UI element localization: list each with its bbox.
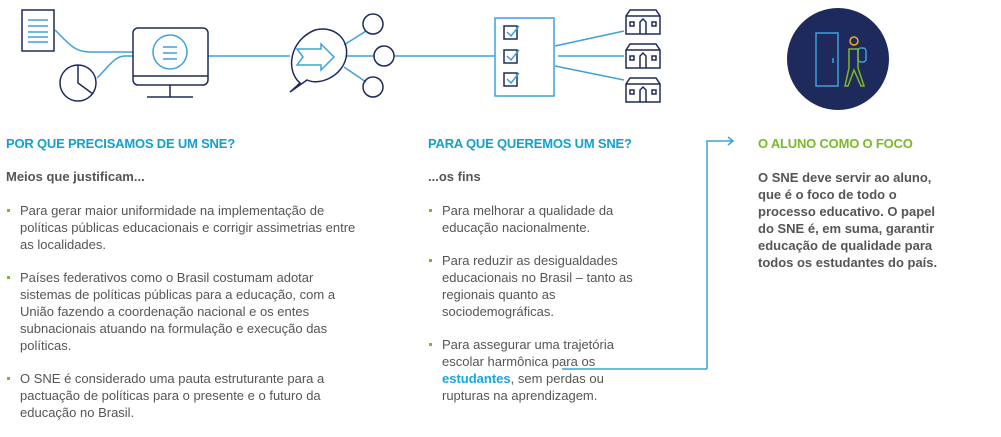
list-item: Para reduzir as desigualdades educaciona…: [428, 252, 633, 320]
section-title-focus: O ALUNO COMO O FOCO: [758, 136, 913, 151]
network-nodes-icon: [362, 13, 395, 98]
section-title-what-for: PARA QUE QUEREMOS UM SNE?: [428, 136, 632, 151]
school-icon: [625, 9, 661, 103]
ends-list: Para melhorar a qualidade da educação na…: [428, 202, 633, 420]
pie-chart-icon: [59, 64, 97, 102]
list-item: Países federativos como o Brasil costuma…: [6, 269, 366, 354]
list-item: Para assegurar uma trajetória escolar ha…: [428, 336, 633, 404]
checklist-icon: [494, 17, 555, 97]
section-title-why: POR QUE PRECISAMOS DE UM SNE?: [6, 136, 235, 151]
connector-lines: [54, 29, 735, 370]
illustration: [21, 8, 889, 370]
section-subtitle-means: Meios que justificam...: [6, 169, 145, 184]
monitor-sync-icon: [132, 27, 209, 98]
students-link[interactable]: estudantes: [442, 371, 511, 386]
focus-text: O SNE deve servir ao aluno, que é o foco…: [758, 170, 938, 270]
student-door-icon: [787, 8, 889, 110]
list-item: Para melhorar a qualidade da educação na…: [428, 202, 633, 236]
text: Para assegurar uma trajetória escolar ha…: [442, 337, 614, 369]
means-list: Para gerar maior uniformidade na impleme…: [6, 202, 366, 437]
section-subtitle-ends: ...os fins: [428, 169, 481, 184]
list-item: O SNE é considerado uma pauta estruturan…: [6, 370, 366, 421]
list-item: Para gerar maior uniformidade na impleme…: [6, 202, 366, 253]
text: , sem perdas ou rupturas na aprendizagem…: [442, 371, 604, 403]
document-icon: [21, 9, 55, 52]
speech-arrow-icon: [289, 28, 348, 93]
